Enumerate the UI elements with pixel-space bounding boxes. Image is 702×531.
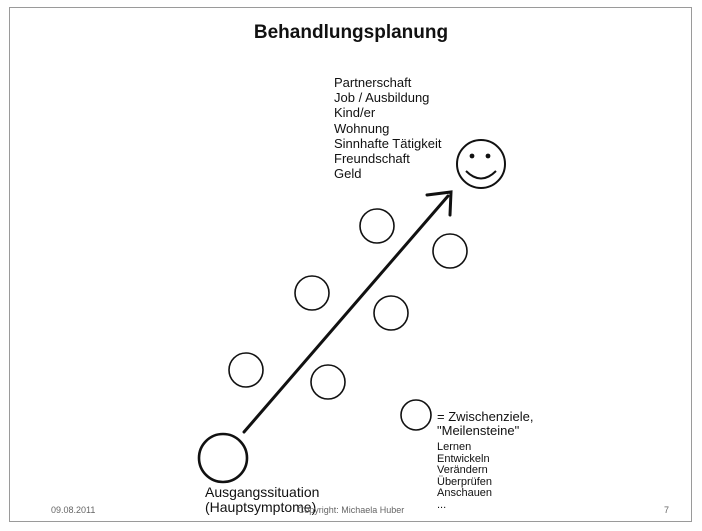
milestone-circle xyxy=(228,352,264,388)
legend-item: Lernen xyxy=(437,441,472,453)
milestone-circle xyxy=(310,364,346,400)
legend-description: = Zwischenziele, "Meilensteine" xyxy=(437,410,533,438)
legend-milestone-icon xyxy=(400,399,432,431)
start-label-line2: (Hauptsymptome) xyxy=(205,499,317,515)
milestone-circle xyxy=(373,295,409,331)
start-label-line1: Ausgangssituation xyxy=(205,484,320,500)
goal-list: Partnerschaft Job / Ausbildung Kind/er W… xyxy=(334,75,441,181)
footer-date: 09.08.2011 xyxy=(51,505,96,515)
milestone-circle xyxy=(359,208,395,244)
start-label: Ausgangssituation (Hauptsymptome) xyxy=(205,485,319,515)
legend-item: ... xyxy=(437,498,447,511)
goal-item: Geld xyxy=(334,166,362,182)
goal-item: Wohnung xyxy=(334,120,390,136)
page-number: 7 xyxy=(664,505,670,515)
goal-item: Partnerschaft xyxy=(334,75,412,90)
legend-list: Lernen Entwickeln Verändern Überprüfen A… xyxy=(437,441,493,511)
goal-item: Sinnhafte Tätigkeit xyxy=(334,135,442,151)
progress-arrow xyxy=(242,190,453,434)
legend-meaning-2: "Meilensteine" xyxy=(437,423,520,438)
goal-item: Freundschaft xyxy=(334,151,410,167)
legend-item: Anschauen xyxy=(437,487,493,499)
legend-item: Verändern xyxy=(437,464,488,476)
milestone-circle xyxy=(432,233,468,269)
smiley-icon xyxy=(456,139,506,189)
legend-meaning: = Zwischenziele, xyxy=(437,409,534,424)
slide-frame xyxy=(9,7,692,522)
goal-item: Job / Ausbildung xyxy=(334,90,430,106)
milestone-circle xyxy=(294,275,330,311)
start-circle xyxy=(197,432,249,484)
footer-copyright: Copyright: Michaela Huber xyxy=(297,505,405,515)
legend-item: Entwickeln xyxy=(437,452,490,465)
legend-item: Überprüfen xyxy=(437,475,493,488)
slide-title: Behandlungsplanung xyxy=(253,22,449,43)
goal-item: Kind/er xyxy=(334,105,376,121)
